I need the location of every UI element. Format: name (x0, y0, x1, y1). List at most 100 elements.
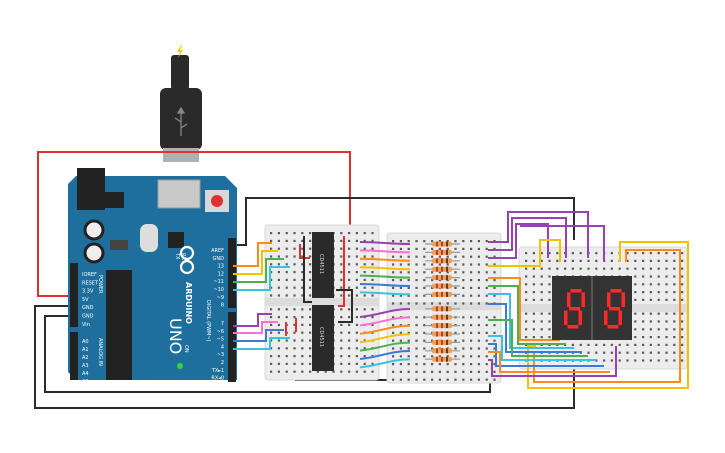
breadboard-hole[interactable] (532, 252, 535, 255)
breadboard-hole[interactable] (348, 271, 351, 274)
breadboard-hole[interactable] (634, 320, 637, 323)
breadboard-hole[interactable] (462, 363, 465, 366)
breadboard-hole[interactable] (399, 286, 402, 289)
breadboard-hole[interactable] (270, 316, 273, 319)
breadboard-hole[interactable] (438, 378, 441, 381)
breadboard-hole[interactable] (649, 267, 652, 270)
breadboard-hole[interactable] (642, 291, 645, 294)
breadboard-hole[interactable] (438, 255, 441, 258)
breadboard-hole[interactable] (477, 247, 480, 250)
breadboard-hole[interactable] (462, 370, 465, 373)
breadboard-hole[interactable] (392, 302, 395, 305)
breadboard-hole[interactable] (332, 370, 335, 373)
breadboard-hole[interactable] (423, 255, 426, 258)
breadboard-hole[interactable] (340, 263, 343, 266)
breadboard-hole[interactable] (399, 294, 402, 297)
breadboard-hole[interactable] (293, 239, 296, 242)
breadboard-hole[interactable] (462, 378, 465, 381)
breadboard-hole[interactable] (525, 291, 528, 294)
breadboard-hole[interactable] (270, 323, 273, 326)
breadboard-hole[interactable] (462, 339, 465, 342)
breadboard-hole[interactable] (470, 255, 473, 258)
breadboard-hole[interactable] (571, 267, 574, 270)
breadboard-hole[interactable] (301, 255, 304, 258)
breadboard-hole[interactable] (446, 302, 449, 305)
breadboard-hole[interactable] (285, 247, 288, 250)
breadboard-hole[interactable] (532, 275, 535, 278)
breadboard-hole[interactable] (462, 240, 465, 243)
breadboard-hole[interactable] (348, 347, 351, 350)
breadboard-hole[interactable] (477, 347, 480, 350)
breadboard-hole[interactable] (415, 363, 418, 366)
breadboard-hole[interactable] (649, 328, 652, 331)
breadboard-hole[interactable] (309, 316, 312, 319)
breadboard-hole[interactable] (415, 294, 418, 297)
breadboard-hole[interactable] (285, 339, 288, 342)
breadboard-hole[interactable] (493, 339, 496, 342)
breadboard-hole[interactable] (363, 278, 366, 281)
breadboard-hole[interactable] (423, 331, 426, 334)
breadboard-hole[interactable] (431, 247, 434, 250)
breadboard-hole[interactable] (309, 308, 312, 311)
breadboard-hole[interactable] (423, 271, 426, 274)
breadboard-hole[interactable] (431, 240, 434, 243)
breadboard-hole[interactable] (270, 271, 273, 274)
breadboard-hole[interactable] (571, 252, 574, 255)
breadboard-hole[interactable] (301, 316, 304, 319)
breadboard-hole[interactable] (657, 343, 660, 346)
breadboard-hole[interactable] (270, 362, 273, 365)
breadboard-hole[interactable] (462, 355, 465, 358)
breadboard-hole[interactable] (681, 298, 684, 301)
breadboard-hole[interactable] (610, 351, 613, 354)
breadboard-hole[interactable] (462, 302, 465, 305)
breadboard-hole[interactable] (673, 336, 676, 339)
breadboard-hole[interactable] (285, 278, 288, 281)
breadboard-hole[interactable] (371, 232, 374, 235)
breadboard-hole[interactable] (309, 355, 312, 358)
breadboard-hole[interactable] (525, 320, 528, 323)
breadboard-hole[interactable] (454, 263, 457, 266)
breadboard-hole[interactable] (649, 291, 652, 294)
breadboard-hole[interactable] (277, 263, 280, 266)
breadboard-hole[interactable] (340, 278, 343, 281)
breadboard-hole[interactable] (540, 259, 543, 262)
breadboard-hole[interactable] (293, 370, 296, 373)
breadboard-hole[interactable] (665, 343, 668, 346)
breadboard-hole[interactable] (277, 247, 280, 250)
breadboard-hole[interactable] (270, 355, 273, 358)
breadboard-hole[interactable] (371, 323, 374, 326)
breadboard-hole[interactable] (673, 359, 676, 362)
breadboard-hole[interactable] (415, 331, 418, 334)
breadboard-hole[interactable] (399, 347, 402, 350)
breadboard-hole[interactable] (415, 247, 418, 250)
breadboard-hole[interactable] (657, 351, 660, 354)
breadboard-hole[interactable] (470, 347, 473, 350)
breadboard-hole[interactable] (595, 259, 598, 262)
breadboard-hole[interactable] (371, 255, 374, 258)
breadboard-hole[interactable] (618, 267, 621, 270)
breadboard-hole[interactable] (626, 252, 629, 255)
breadboard-hole[interactable] (485, 240, 488, 243)
breadboard-hole[interactable] (277, 355, 280, 358)
breadboard-hole[interactable] (462, 331, 465, 334)
breadboard-hole[interactable] (431, 302, 434, 305)
breadboard-hole[interactable] (548, 259, 551, 262)
breadboard-hole[interactable] (293, 362, 296, 365)
breadboard-hole[interactable] (438, 370, 441, 373)
breadboard-hole[interactable] (665, 328, 668, 331)
breadboard-hole[interactable] (470, 279, 473, 282)
breadboard-hole[interactable] (454, 370, 457, 373)
breadboard-hole[interactable] (363, 294, 366, 297)
breadboard-hole[interactable] (657, 252, 660, 255)
breadboard-hole[interactable] (681, 359, 684, 362)
breadboard-hole[interactable] (348, 232, 351, 235)
breadboard-hole[interactable] (277, 308, 280, 311)
breadboard-hole[interactable] (392, 294, 395, 297)
breadboard-hole[interactable] (642, 328, 645, 331)
breadboard-hole[interactable] (309, 255, 312, 258)
breadboard-hole[interactable] (470, 378, 473, 381)
breadboard-hole[interactable] (610, 359, 613, 362)
breadboard-hole[interactable] (665, 275, 668, 278)
breadboard-hole[interactable] (399, 240, 402, 243)
breadboard-hole[interactable] (348, 370, 351, 373)
